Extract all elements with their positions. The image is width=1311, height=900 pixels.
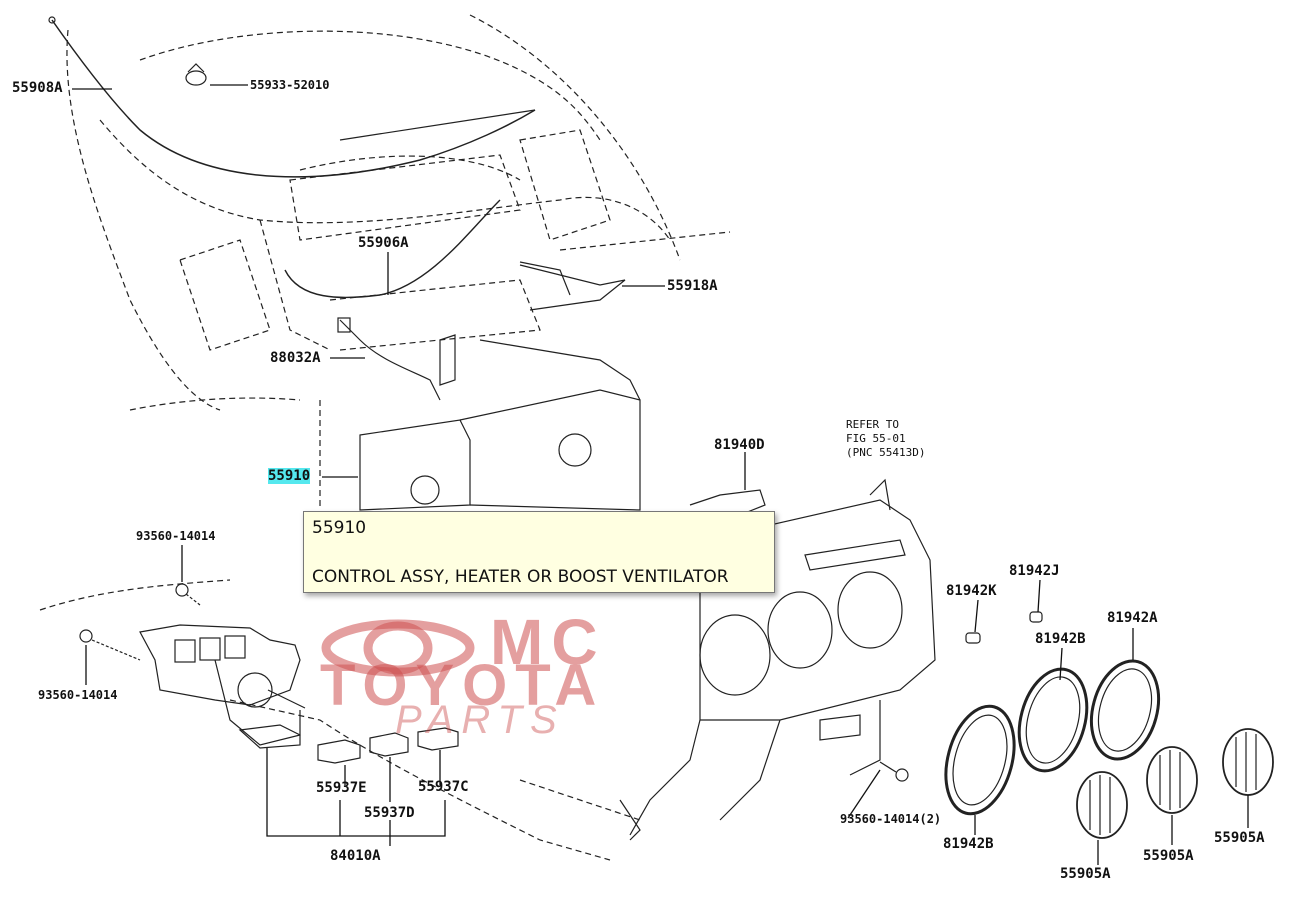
refer-note-line2: FIG 55-01: [846, 432, 906, 445]
knob-55905a-1: [1076, 771, 1128, 839]
part-81940d: [689, 489, 766, 516]
label-84010a[interactable]: 84010A: [330, 848, 381, 864]
knob-55905a-2: [1146, 746, 1198, 814]
watermark-parts: PARTS: [395, 698, 565, 742]
switch-assy-84010a: [139, 624, 306, 749]
clip-81942k: [965, 632, 981, 644]
label-55937c[interactable]: 55937C: [418, 779, 469, 795]
label-55937d[interactable]: 55937D: [364, 805, 415, 821]
screw-93560-left: [79, 629, 141, 661]
dashboard-outline: [39, 14, 731, 861]
label-81942j[interactable]: 81942J: [1009, 563, 1060, 579]
refer-note-line3[interactable]: (PNC 55413D): [846, 446, 926, 459]
label-55905a-1[interactable]: 55905A: [1060, 866, 1111, 882]
ring-81942b-top: [1017, 667, 1089, 773]
tooltip-part-code: 55910: [312, 518, 367, 538]
label-93560-14014-left[interactable]: 93560-14014: [38, 688, 118, 702]
label-93560-14014-top[interactable]: 93560-14014: [136, 529, 216, 543]
cable-55906a: [284, 199, 501, 299]
clip-81942j: [1029, 611, 1043, 623]
cable-55908a: [51, 19, 536, 178]
label-55918a[interactable]: 55918A: [667, 278, 718, 294]
label-81942a[interactable]: 81942A: [1107, 610, 1158, 626]
knob-55937d: [369, 732, 409, 757]
watermark-mc: MC: [490, 606, 606, 678]
label-55908a[interactable]: 55908A: [12, 80, 63, 96]
part-tooltip: 55910 CONTROL ASSY, HEATER OR BOOST VENT…: [303, 511, 775, 593]
heater-control-assy-55910: [359, 334, 641, 511]
label-55933-52010[interactable]: 55933-52010: [250, 78, 330, 92]
label-55910[interactable]: 55910: [268, 468, 311, 484]
knob-55937e: [317, 739, 361, 764]
leader-lines: [72, 84, 1249, 865]
bezel-panel: [619, 478, 936, 841]
refer-note-line1: REFER TO: [846, 418, 899, 431]
label-55905a-3[interactable]: 55905A: [1214, 830, 1265, 846]
label-88032a[interactable]: 88032A: [270, 350, 321, 366]
ring-81942a: [1089, 659, 1161, 761]
label-81942b-bottom[interactable]: 81942B: [943, 836, 994, 852]
tooltip-part-description: CONTROL ASSY, HEATER OR BOOST VENTILATOR: [312, 567, 729, 587]
label-93560-14014-2[interactable]: 93560-14014(2): [840, 812, 942, 826]
screw-93560-top: [175, 583, 201, 606]
screw-93560-2: [879, 761, 909, 782]
wire-88032a: [339, 319, 441, 401]
knob-55905a-3: [1222, 728, 1274, 796]
ring-81942b-bottom: [944, 704, 1016, 816]
knob-55937c: [417, 727, 459, 751]
watermark-toyota: TOYOTA: [320, 653, 605, 718]
label-55937e[interactable]: 55937E: [316, 780, 367, 796]
label-81942k[interactable]: 81942K: [946, 583, 997, 599]
watermark-toyota-emblem: [321, 619, 475, 677]
label-55906a[interactable]: 55906A: [358, 235, 409, 251]
label-81940d[interactable]: 81940D: [714, 437, 765, 453]
lever-55918a: [519, 261, 626, 311]
clip-55933: [185, 63, 207, 86]
label-55905a-2[interactable]: 55905A: [1143, 848, 1194, 864]
label-81942b-top[interactable]: 81942B: [1035, 631, 1086, 647]
